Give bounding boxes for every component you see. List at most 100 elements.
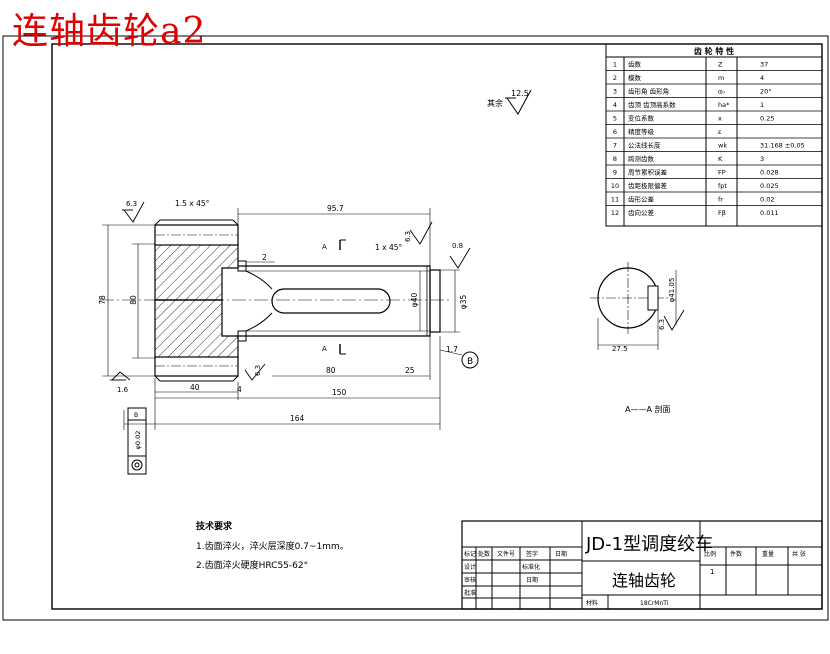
tb-material: 18CrMnTi: [640, 600, 669, 607]
param-value: 37: [760, 61, 768, 69]
dimension-texts: 1.5 x 45° 1 x 45° 95.7 2 40 4 80 25 150 …: [98, 199, 468, 423]
gear-body-section: [154, 243, 239, 301]
param-value: 31.168 ±0.05: [760, 142, 805, 150]
svg-text:A: A: [322, 345, 327, 353]
section-height: φ41.05: [668, 278, 676, 303]
gear-body-section-lower: [154, 299, 239, 359]
tolerance-value: φ0.02: [134, 431, 142, 450]
param-table-title: 齿 轮 特 性: [694, 46, 734, 56]
shaft-drawing: A A: [100, 219, 450, 382]
param-value: 1: [760, 101, 764, 109]
param-index: 10: [611, 182, 619, 190]
svg-text:B: B: [134, 412, 138, 419]
tb-hdr-1: 处数: [478, 550, 490, 558]
param-symbol: FP: [718, 169, 726, 177]
dimension-lines: [102, 208, 463, 430]
dim-150: 150: [332, 388, 347, 397]
inner-border: [51, 43, 823, 610]
param-symbol: α₀: [718, 88, 725, 96]
roughness-chamfer: 6.3: [254, 365, 262, 376]
param-symbol: Fβ: [718, 209, 726, 217]
chamfer-right-label: 1 x 45°: [375, 243, 403, 252]
roughness-key: 6.3: [404, 231, 412, 242]
dim-2: 2: [262, 253, 267, 262]
param-value: 0.02: [760, 196, 774, 204]
param-symbol: wk: [718, 142, 727, 150]
tb-hdr-0: 标记: [464, 550, 476, 558]
dim-25: 25: [405, 366, 415, 375]
param-name: 变位系数: [628, 114, 655, 123]
param-name: 模数: [628, 73, 642, 82]
dim-95-7: 95.7: [327, 204, 344, 213]
param-name: 齿距极限偏差: [628, 181, 668, 190]
tb-scale-hdr: 比例: [704, 550, 716, 558]
dim-dia-b: φ35: [459, 295, 468, 310]
param-value: 4: [760, 74, 764, 82]
param-symbol: x: [718, 115, 722, 123]
param-symbol: ε: [718, 128, 722, 136]
roughness-right-top: 0.8: [452, 242, 463, 250]
tb-sheet-hdr: 共 张: [792, 550, 806, 558]
tb-hdr-4: 日期: [555, 550, 567, 558]
param-index: 2: [613, 74, 617, 82]
tb-weight-hdr: 重量: [762, 550, 774, 558]
tb-row-review: 审核: [464, 576, 476, 584]
dim-total: 164: [290, 414, 305, 423]
tolerance-frame: B φ0.02: [127, 407, 147, 475]
roughness-section: 6.3: [658, 319, 666, 330]
param-symbol: ha*: [718, 101, 730, 109]
svg-text:A: A: [322, 243, 327, 251]
param-name: 周节累积误差: [628, 168, 668, 177]
param-index: 7: [613, 142, 617, 150]
roughness-left-bottom: 1.6: [117, 386, 129, 394]
overall-roughness-note: 其余: [487, 98, 503, 108]
param-value: 20°: [760, 88, 772, 96]
outer-border: [2, 35, 829, 621]
param-index: 5: [613, 115, 617, 123]
overall-roughness-value: 12.5: [511, 89, 529, 98]
watermark-title: 连轴齿轮a2: [12, 11, 207, 52]
keyway-slot: [271, 288, 391, 314]
dim-80-dia: 80: [129, 295, 138, 305]
section-caption: A——A 剖面: [625, 404, 671, 414]
param-index: 6: [613, 128, 617, 136]
section-view: φ41.05 27.5 A——A 剖面: [590, 262, 677, 414]
param-index: 8: [613, 155, 617, 163]
overall-roughness: 其余 12.5: [487, 89, 532, 115]
tech-req-title: 技术要求: [196, 520, 233, 532]
tb-row-approve: 批准: [464, 589, 476, 597]
param-symbol: fr: [718, 196, 723, 204]
tech-req-line2: 2.齿面淬火硬度HRC55-62°: [196, 559, 308, 571]
param-index: 4: [613, 101, 617, 109]
tb-date: 日期: [526, 576, 538, 584]
tb-std: 标准化: [522, 563, 540, 571]
param-name: 齿数: [628, 60, 642, 69]
param-name: 齿顶 齿顶高系数: [628, 100, 676, 109]
param-index: 1: [613, 61, 617, 69]
tb-hdr-2: 文件号: [497, 550, 515, 558]
param-symbol: K: [718, 155, 723, 163]
param-value: 0.028: [760, 169, 779, 177]
svg-text:B: B: [467, 357, 473, 367]
param-name: 齿形公差: [628, 195, 655, 204]
datum-b: B: [461, 351, 479, 369]
section-cut-marker: A A: [322, 239, 346, 355]
dim-gear-dia: 78: [98, 295, 107, 305]
roughness-left-top: 6.3: [126, 200, 137, 208]
param-value: 0.025: [760, 182, 779, 190]
tb-bottom-label: 材料: [586, 599, 598, 607]
tech-requirements: 技术要求 1.齿面淬火，淬火层深度0.7~1mm。 2.齿面淬火硬度HRC55-…: [196, 520, 349, 571]
tb-row-design: 设计: [464, 563, 476, 571]
tb-qty-hdr: 件数: [730, 550, 742, 558]
param-symbol: fpt: [718, 182, 727, 190]
tech-req-line1: 1.齿面淬火，淬火层深度0.7~1mm。: [196, 540, 349, 552]
param-name: 齿向公差: [628, 208, 655, 217]
param-index: 3: [613, 88, 617, 96]
tb-hdr-3: 签字: [526, 550, 538, 558]
param-symbol: m: [718, 74, 724, 82]
dim-dia-a: φ40: [410, 293, 419, 308]
roughness-symbols: [110, 201, 685, 381]
param-index: 12: [611, 209, 619, 217]
